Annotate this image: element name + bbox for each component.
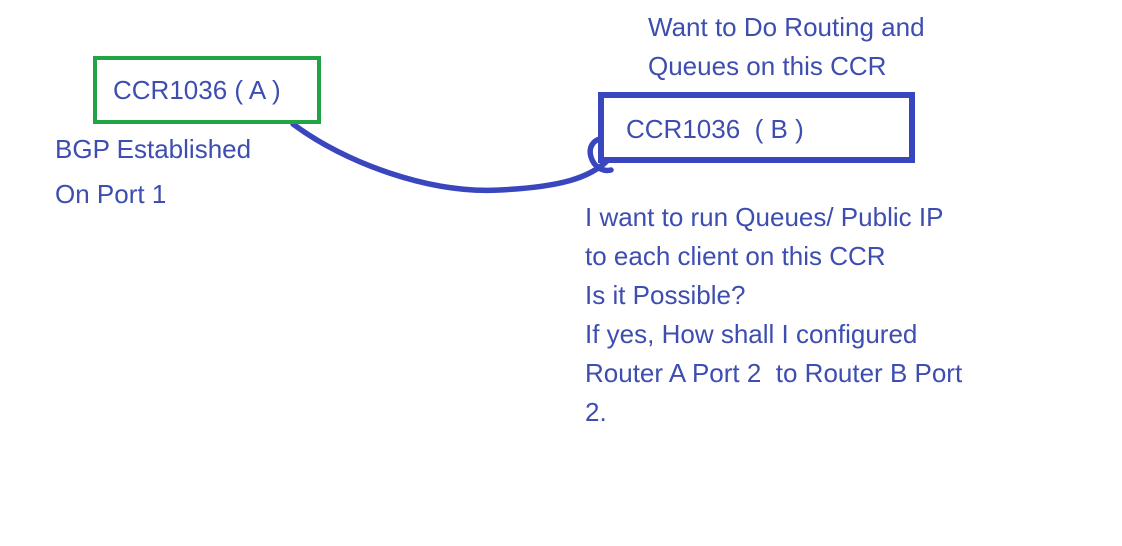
router-a-note: BGP Established On Port 1 bbox=[55, 127, 251, 217]
router-a-to-router-b-line bbox=[290, 121, 616, 194]
question-line-5: Router A Port 2 to Router B Port bbox=[585, 358, 963, 388]
router-a-label: CCR1036 ( A ) bbox=[113, 74, 281, 105]
question-line-6: 2. bbox=[585, 397, 607, 427]
router-b-box: CCR1036 ( B ) bbox=[598, 92, 915, 163]
router-a-note-line-2: On Port 1 bbox=[55, 179, 167, 209]
router-b-label: CCR1036 ( B ) bbox=[626, 114, 804, 144]
router-b-caption: Want to Do Routing and Queues on this CC… bbox=[648, 8, 925, 86]
question-text: I want to run Queues/ Public IP to each … bbox=[585, 198, 962, 432]
question-line-4: If yes, How shall I configured bbox=[585, 319, 918, 349]
question-line-1: I want to run Queues/ Public IP bbox=[585, 202, 944, 232]
router-b-caption-line-1: Want to Do Routing and bbox=[648, 12, 925, 42]
router-b-caption-line-2: Queues on this CCR bbox=[648, 51, 887, 81]
router-a-box: CCR1036 ( A ) bbox=[93, 56, 321, 124]
question-line-3: Is it Possible? bbox=[585, 280, 746, 310]
router-a-note-line-1: BGP Established bbox=[55, 134, 252, 164]
question-line-2: to each client on this CCR bbox=[585, 241, 886, 271]
